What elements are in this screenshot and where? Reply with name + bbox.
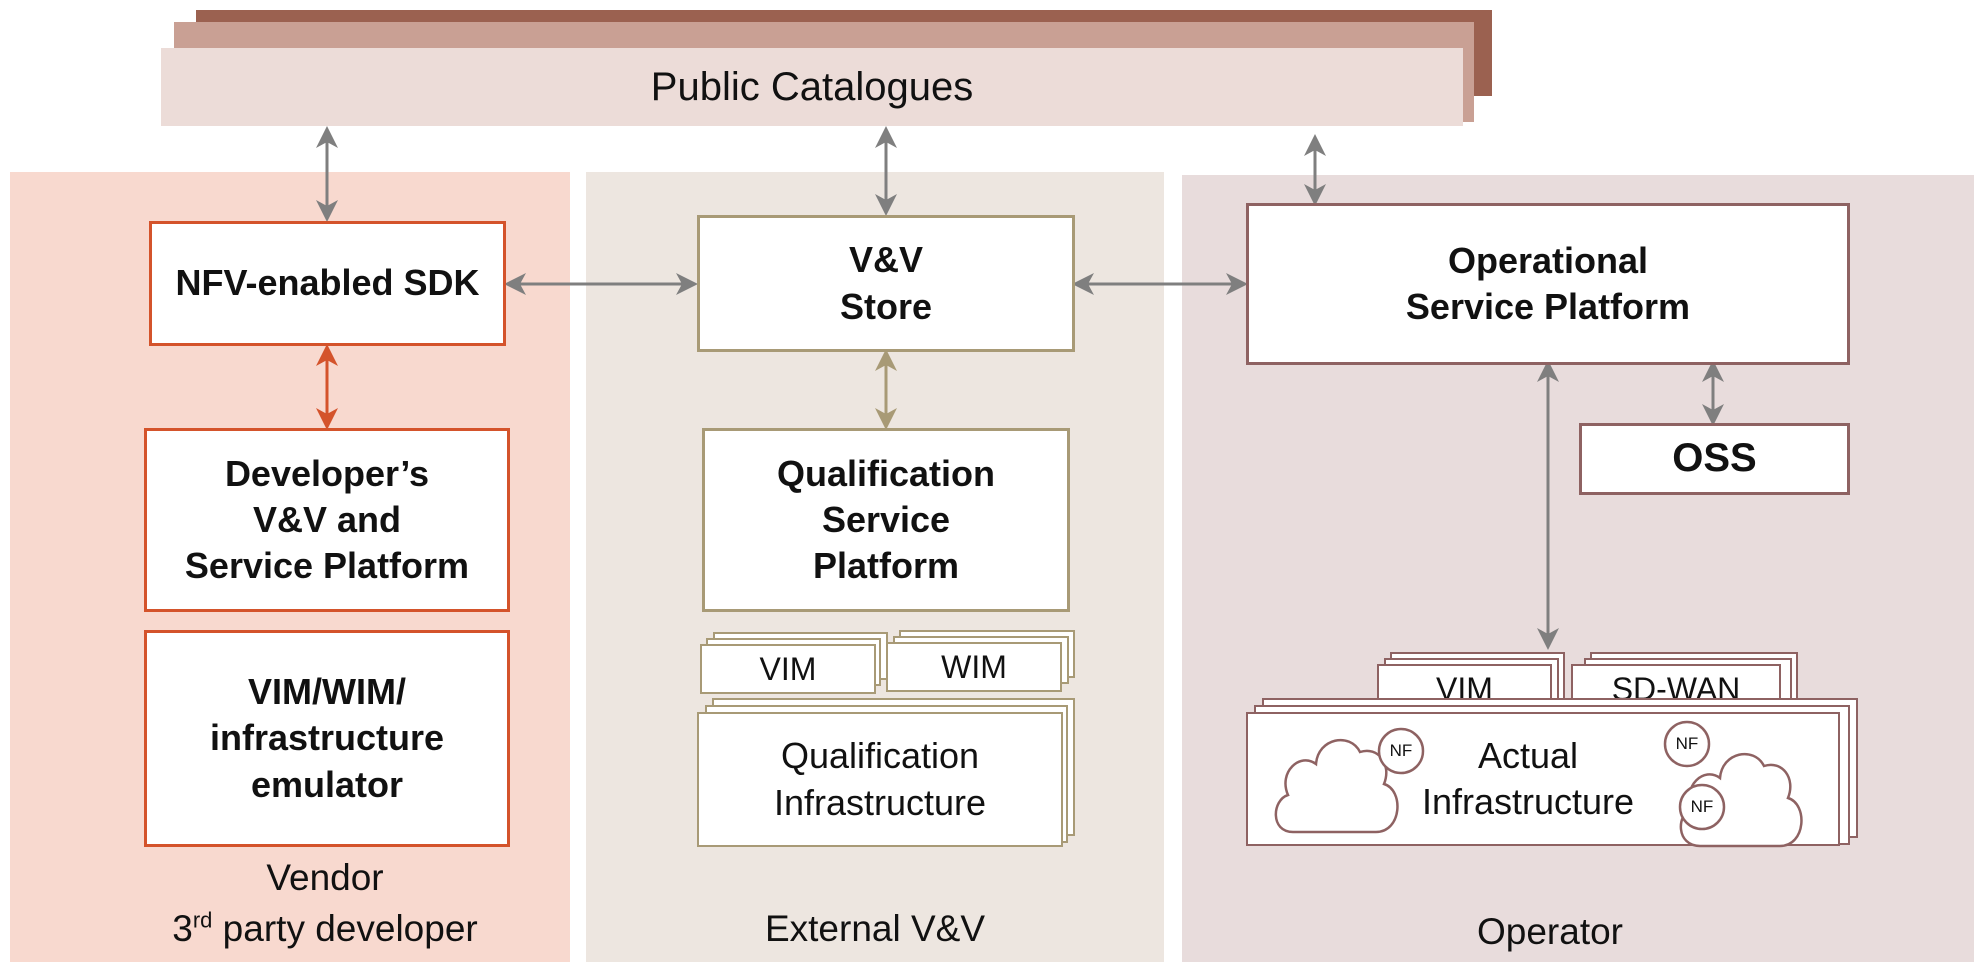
- emulator-box[interactable]: VIM/WIM/ infrastructure emulator: [144, 630, 510, 847]
- vendor-caption-line-2: 3rd party developer: [172, 907, 478, 949]
- external-caption: External V&V: [764, 908, 986, 949]
- oss-box[interactable]: OSS: [1579, 423, 1850, 495]
- actual-infra-line-2: Infrastructure: [1421, 781, 1635, 822]
- nfv-sdk-box[interactable]: NFV-enabled SDK: [149, 221, 506, 346]
- emulator-line-1: VIM/WIM/: [248, 671, 406, 713]
- superscript-rd: rd: [192, 907, 213, 933]
- dev-platform-line-3: Service Platform: [184, 545, 470, 587]
- nf-label-left: NF: [1389, 741, 1413, 760]
- actual-infra-line-1: Actual: [1477, 734, 1579, 776]
- developer-vv-platform-box[interactable]: Developer’s V&V and Service Platform: [144, 428, 510, 612]
- osp-line-1: Operational: [1447, 239, 1649, 281]
- actual-infrastructure-box[interactable]: Actual Infrastructure: [1246, 712, 1840, 846]
- nf-label-lower-right: NF: [1690, 797, 1714, 816]
- external-wim-box[interactable]: WIM: [886, 642, 1062, 692]
- external-wim-label: WIM: [941, 648, 1007, 685]
- vv-store-box[interactable]: V&V Store: [697, 215, 1075, 352]
- qsp-line-3: Platform: [812, 545, 960, 587]
- operator-caption: Operator: [1476, 911, 1623, 952]
- oss-label: OSS: [1672, 436, 1757, 481]
- qual-infra-line-1: Qualification: [780, 735, 980, 777]
- store-line-1: V&V: [848, 239, 924, 281]
- qual-infra-line-2: Infrastructure: [773, 781, 987, 823]
- emulator-line-3: emulator: [250, 763, 404, 805]
- dev-platform-line-1: Developer’s: [224, 452, 430, 494]
- vendor-caption: Vendor 3rd party developer: [100, 852, 550, 954]
- external-vim-label: VIM: [759, 650, 817, 687]
- qualification-infrastructure-box[interactable]: Qualification Infrastructure: [697, 712, 1063, 847]
- store-line-2: Store: [839, 285, 933, 327]
- emulator-line-2: infrastructure: [209, 717, 445, 759]
- nfv-sdk-label: NFV-enabled SDK: [175, 262, 480, 304]
- qsp-line-2: Service: [821, 498, 951, 540]
- vendor-caption-line-1: Vendor: [266, 857, 384, 898]
- nf-label-upper-right: NF: [1675, 734, 1699, 753]
- osp-line-2: Service Platform: [1405, 286, 1691, 327]
- catalogue-banner[interactable]: Public Catalogues: [161, 48, 1463, 126]
- external-vim-box[interactable]: VIM: [700, 644, 876, 694]
- qualification-service-platform-box[interactable]: Qualification Service Platform: [702, 428, 1070, 612]
- dev-platform-line-2: V&V and: [252, 498, 402, 540]
- catalogue-title: Public Catalogues: [650, 64, 974, 109]
- operational-service-platform-box[interactable]: Operational Service Platform: [1246, 203, 1850, 365]
- qsp-line-1: Qualification: [776, 452, 996, 494]
